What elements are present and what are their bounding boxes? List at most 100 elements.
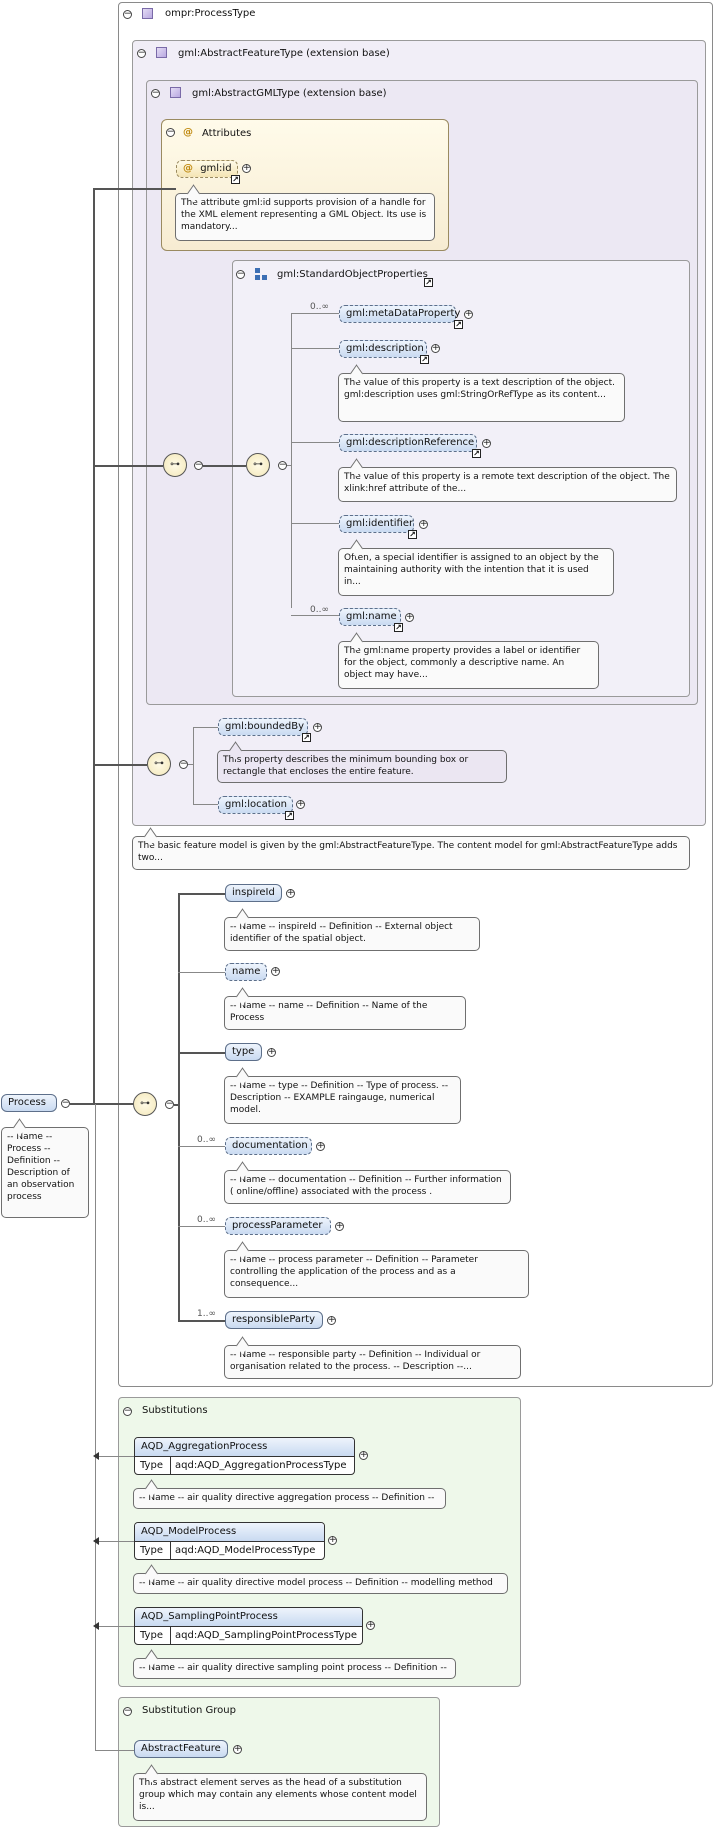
expand-icon[interactable]: +: [316, 1141, 325, 1151]
name-element[interactable]: name: [225, 963, 267, 981]
collapse-substitution-group-icon[interactable]: −: [123, 1706, 132, 1716]
link-icon[interactable]: ↗: [302, 733, 311, 742]
gml-identifier[interactable]: gml:identifier: [339, 515, 414, 533]
documentation-doc: -- Name -- documentation -- Definition -…: [224, 1170, 511, 1204]
gml-name[interactable]: gml:name: [339, 608, 401, 626]
inspire-id-doc: -- Name -- inspireId -- Definition -- Ex…: [224, 917, 480, 951]
expand-icon[interactable]: +: [431, 343, 440, 353]
link-icon[interactable]: ↗: [420, 355, 429, 364]
complex-type-icon: [142, 8, 153, 19]
link-icon[interactable]: ↗: [408, 530, 417, 539]
cardinality: 0..∞: [310, 302, 329, 312]
substitution-doc: -- Name -- air quality directive aggrega…: [133, 1488, 446, 1509]
type-label: Type: [140, 1460, 163, 1471]
link-icon[interactable]: ↗: [394, 623, 403, 632]
abstract-feature-title: gml:AbstractFeatureType (extension base): [178, 48, 390, 59]
substitution-type: aqd:AQD_ModelProcessType: [175, 1545, 316, 1556]
arrow-icon: [93, 1452, 99, 1460]
standard-properties-title: gml:StandardObjectProperties: [277, 269, 428, 280]
collapse-standard-properties-icon[interactable]: −: [236, 269, 245, 279]
collapse-abstract-feature-icon[interactable]: −: [137, 48, 146, 58]
expand-icon[interactable]: +: [405, 612, 414, 622]
expand-icon[interactable]: +: [464, 309, 473, 319]
type-label: Type: [140, 1545, 163, 1556]
bounded-by-doc: This property describes the minimum boun…: [217, 750, 507, 783]
expand-icon[interactable]: +: [327, 1315, 336, 1325]
process-type-title: ompr:ProcessType: [165, 8, 256, 19]
attributes-title: Attributes: [202, 128, 252, 139]
link-icon[interactable]: ↗: [472, 449, 481, 458]
type-doc: -- Name -- type -- Definition -- Type of…: [224, 1076, 461, 1124]
gml-location[interactable]: gml:location: [218, 796, 293, 814]
collapse-abstract-gml-icon[interactable]: −: [151, 88, 160, 98]
expand-gml-id-icon[interactable]: +: [242, 163, 251, 173]
link-icon[interactable]: ↗: [454, 320, 463, 329]
identifier-doc: Often, a special identifier is assigned …: [338, 548, 614, 596]
gml-description[interactable]: gml:description: [339, 340, 427, 358]
substitution-name: AQD_AggregationProcess: [141, 1441, 268, 1452]
link-icon[interactable]: ↗: [231, 175, 240, 184]
description-doc: The value of this property is a text des…: [338, 373, 625, 422]
type-element[interactable]: type: [225, 1043, 262, 1061]
expand-icon[interactable]: +: [335, 1221, 344, 1231]
link-icon[interactable]: ↗: [285, 811, 294, 820]
expand-icon[interactable]: +: [296, 799, 305, 809]
substitution-doc: -- Name -- air quality directive samplin…: [133, 1658, 456, 1679]
cardinality: 0..∞: [310, 605, 329, 615]
expand-icon[interactable]: +: [366, 1620, 375, 1630]
collapse-sequence-icon[interactable]: −: [165, 1099, 174, 1109]
expand-icon[interactable]: +: [328, 1535, 337, 1545]
abstract-feature-element[interactable]: AbstractFeature: [134, 1740, 228, 1758]
substitution-item[interactable]: AQD_AggregationProcess Type aqd:AQD_Aggr…: [134, 1437, 355, 1475]
gml-id-attribute[interactable]: @ gml:id: [176, 160, 238, 178]
cardinality: 0..∞: [197, 1215, 216, 1225]
abstract-feature-doc: This abstract element serves as the head…: [133, 1773, 427, 1821]
process-root-doc: -- Name -- Process -- Definition -- Desc…: [1, 1127, 89, 1218]
sequence-icon[interactable]: ⊶: [163, 453, 187, 477]
attribute-icon: @: [183, 127, 193, 138]
gml-meta-data-property[interactable]: gml:metaDataProperty: [339, 305, 460, 323]
collapse-attributes-icon[interactable]: −: [166, 127, 175, 137]
attribute-icon: @: [183, 163, 193, 174]
link-icon[interactable]: ↗: [424, 278, 433, 287]
expand-icon[interactable]: +: [271, 966, 280, 976]
gml-id-doc: The attribute gml:id supports provision …: [175, 193, 435, 241]
expand-icon[interactable]: +: [419, 519, 428, 529]
expand-icon[interactable]: +: [359, 1450, 368, 1460]
collapse-process-type-icon[interactable]: −: [123, 9, 132, 19]
expand-icon[interactable]: +: [233, 1744, 242, 1754]
arrow-icon: [93, 1622, 99, 1630]
abstract-gml-title: gml:AbstractGMLType (extension base): [192, 88, 387, 99]
substitution-item[interactable]: AQD_SamplingPointProcess Type aqd:AQD_Sa…: [134, 1607, 363, 1645]
collapse-process-icon[interactable]: −: [61, 1098, 70, 1108]
complex-type-icon: [156, 47, 167, 58]
gml-bounded-by[interactable]: gml:boundedBy: [218, 718, 308, 736]
substitution-group-title: Substitution Group: [142, 1705, 236, 1716]
responsible-party-element[interactable]: responsibleParty: [225, 1311, 323, 1329]
collapse-sequence-icon[interactable]: −: [194, 460, 203, 470]
collapse-sequence-icon[interactable]: −: [278, 460, 287, 470]
collapse-substitutions-icon[interactable]: −: [123, 1406, 132, 1416]
name-doc: The gml:name property provides a label o…: [338, 641, 599, 689]
process-root-element[interactable]: Process: [1, 1094, 57, 1112]
expand-icon[interactable]: +: [482, 438, 491, 448]
cardinality: 1..∞: [197, 1309, 216, 1319]
gml-id-label: gml:id: [200, 163, 232, 174]
substitution-doc: -- Name -- air quality directive model p…: [133, 1573, 508, 1594]
collapse-sequence-icon[interactable]: −: [179, 759, 188, 769]
inspire-id-element[interactable]: inspireId: [225, 884, 282, 902]
substitution-name: AQD_ModelProcess: [141, 1526, 237, 1537]
sequence-icon[interactable]: ⊶: [147, 752, 171, 776]
complex-type-icon: [170, 87, 181, 98]
substitution-item[interactable]: AQD_ModelProcess Type aqd:AQD_ModelProce…: [134, 1522, 325, 1560]
gml-description-reference[interactable]: gml:descriptionReference: [339, 434, 477, 452]
expand-icon[interactable]: +: [267, 1047, 276, 1057]
expand-icon[interactable]: +: [286, 888, 295, 898]
sequence-icon[interactable]: ⊶: [246, 453, 270, 477]
expand-icon[interactable]: +: [313, 722, 322, 732]
process-parameter-element[interactable]: processParameter: [225, 1217, 331, 1235]
sequence-icon[interactable]: ⊶: [133, 1092, 157, 1116]
description-reference-doc: The value of this property is a remote t…: [338, 467, 677, 502]
documentation-element[interactable]: documentation: [225, 1137, 312, 1155]
substitution-type: aqd:AQD_AggregationProcessType: [175, 1460, 347, 1471]
